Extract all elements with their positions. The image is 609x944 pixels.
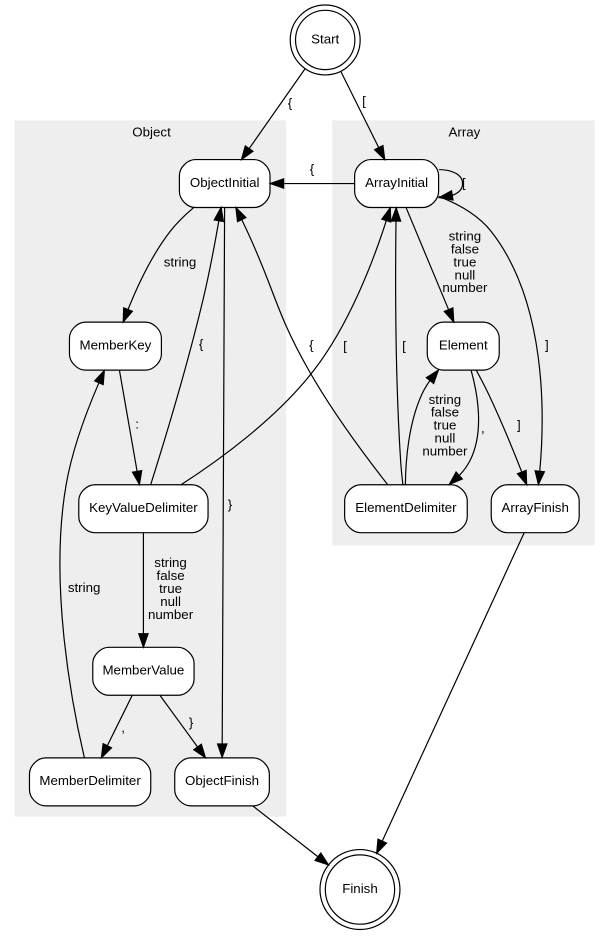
svg-text:{: { <box>310 161 315 176</box>
svg-text:number: number <box>442 280 488 295</box>
svg-text:MemberDelimiter: MemberDelimiter <box>39 773 141 788</box>
svg-text:Finish: Finish <box>342 881 378 896</box>
svg-text:MemberKey: MemberKey <box>80 337 152 352</box>
svg-text:string: string <box>449 229 482 244</box>
svg-text:null: null <box>160 594 181 609</box>
svg-text:ArrayInitial: ArrayInitial <box>365 175 428 190</box>
svg-text:true: true <box>159 581 182 596</box>
svg-text:false: false <box>431 405 459 420</box>
svg-text:{: { <box>288 95 293 110</box>
svg-text:}: } <box>228 497 233 512</box>
svg-text:{: { <box>199 336 204 351</box>
svg-text:ElementDelimiter: ElementDelimiter <box>355 500 457 515</box>
svg-text:[: [ <box>462 175 466 190</box>
svg-text:null: null <box>435 430 456 445</box>
svg-text:string: string <box>154 555 187 570</box>
svg-text:string: string <box>68 580 101 595</box>
svg-text:MemberValue: MemberValue <box>102 663 184 678</box>
svg-text:string: string <box>164 254 197 269</box>
svg-text:,: , <box>481 420 485 435</box>
svg-text:Object: Object <box>132 124 171 139</box>
svg-text:false: false <box>451 241 479 256</box>
svg-text:]: ] <box>545 337 549 352</box>
svg-text:Start: Start <box>311 31 339 46</box>
svg-text:[: [ <box>362 93 366 108</box>
svg-text:}: } <box>189 715 194 730</box>
svg-text:number: number <box>422 443 468 458</box>
svg-text:Element: Element <box>439 337 488 352</box>
svg-text:true: true <box>453 254 476 269</box>
svg-text:false: false <box>157 568 185 583</box>
svg-text:[: [ <box>402 338 406 353</box>
svg-text:]: ] <box>517 417 521 432</box>
svg-text:KeyValueDelimiter: KeyValueDelimiter <box>89 500 198 515</box>
svg-text::: : <box>135 416 139 431</box>
svg-text:number: number <box>148 607 194 622</box>
svg-text:string: string <box>429 392 462 407</box>
svg-text:,: , <box>121 720 125 735</box>
svg-text:{: { <box>309 337 314 352</box>
svg-text:ObjectInitial: ObjectInitial <box>190 175 260 190</box>
svg-text:Array: Array <box>449 124 481 139</box>
svg-text:null: null <box>455 267 476 282</box>
svg-text:true: true <box>433 418 456 433</box>
svg-text:[: [ <box>343 338 347 353</box>
svg-text:ArrayFinish: ArrayFinish <box>502 500 569 515</box>
svg-text:ObjectFinish: ObjectFinish <box>185 773 259 788</box>
